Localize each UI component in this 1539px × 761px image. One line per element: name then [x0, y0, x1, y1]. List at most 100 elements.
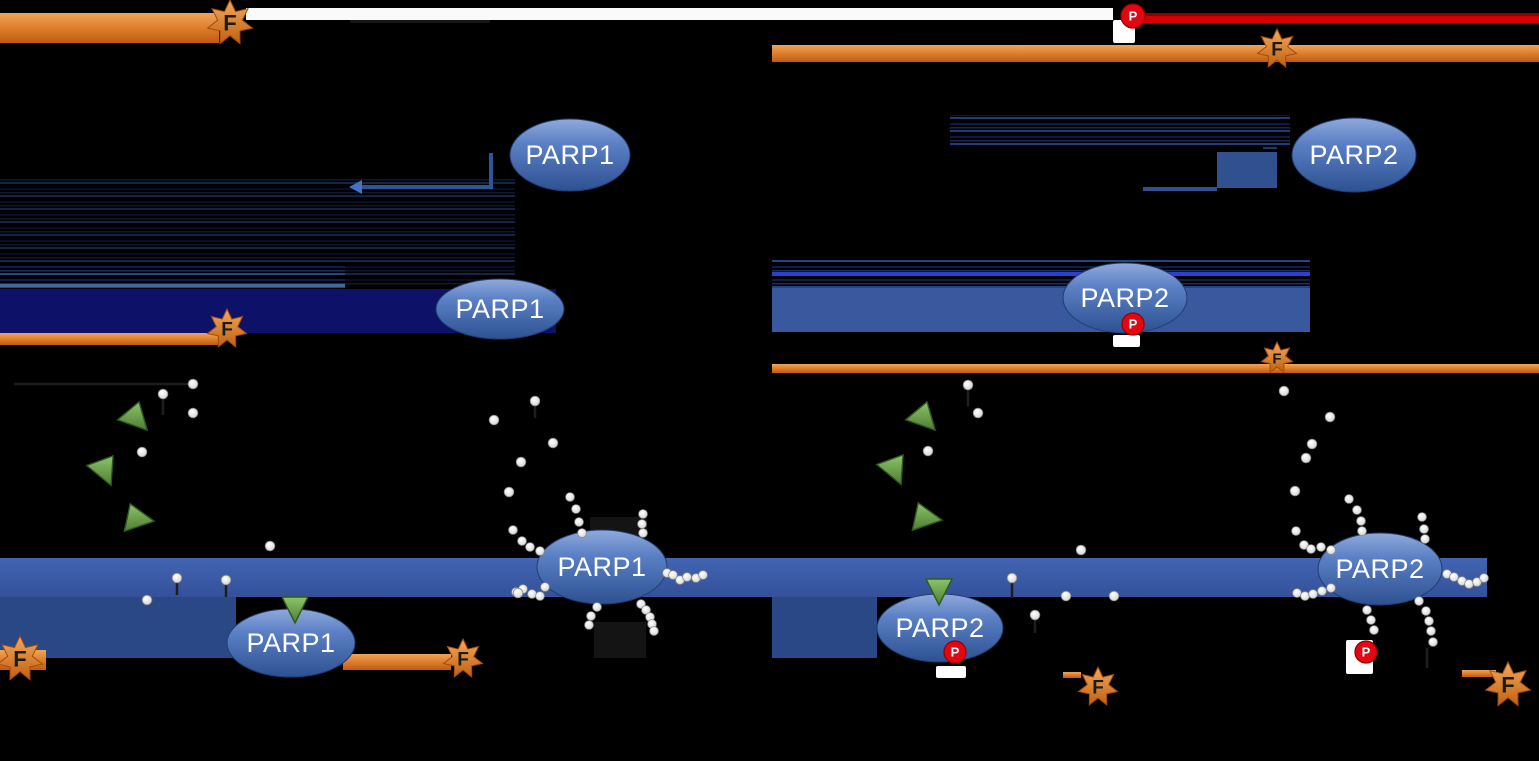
parp-inhibitor-inserted-icon — [280, 596, 310, 625]
par-chain — [1292, 583, 1336, 601]
fluorophore-star: F — [0, 634, 44, 681]
fluorophore-star-icon — [206, 0, 254, 45]
fluorophore-star: F — [1484, 660, 1532, 707]
parp-inhibitor-icon — [123, 502, 156, 533]
nad-molecule — [503, 486, 515, 498]
fluorophore-star: F — [1260, 340, 1294, 374]
dna-royal-band-bottom — [0, 558, 1487, 597]
parp2-unbound-ellipse — [1291, 117, 1417, 193]
par-bead — [668, 570, 678, 580]
phosphate-label: P — [1129, 9, 1138, 24]
protein-parp1-bound: PARP1 — [435, 278, 565, 340]
dna-royal-sub-band-right — [772, 597, 877, 658]
parp1-connector-arrowhead-icon — [349, 180, 362, 194]
par-bead — [649, 626, 659, 636]
parp2-connector-rect — [1217, 152, 1277, 188]
par-bead — [525, 542, 535, 552]
nad-molecule — [1289, 485, 1301, 497]
par-chain — [1291, 526, 1336, 555]
inhibitor-layer — [85, 400, 954, 625]
fluorophore-star-icon — [0, 634, 44, 681]
nad-molecule — [922, 445, 934, 457]
par-bead — [1317, 586, 1327, 596]
par-bead — [1428, 637, 1438, 647]
par-bead — [1316, 542, 1326, 552]
nad-molecule — [171, 572, 183, 584]
nad-molecule — [1029, 609, 1041, 621]
fluorophore-star-icon — [1260, 340, 1294, 374]
dna-duplex-mid-left — [0, 333, 218, 345]
dna-orange-dash-far-right — [1462, 670, 1496, 677]
par-bead — [1362, 605, 1372, 615]
phosphate-circle-icon — [1354, 640, 1378, 664]
nad-molecule — [529, 395, 541, 407]
phosphate-circle-icon — [943, 640, 967, 664]
stripe-accent-line — [0, 284, 345, 287]
par-bead — [577, 528, 587, 538]
par-bead — [535, 546, 545, 556]
dna-red-strand-top — [1143, 13, 1539, 23]
par-bead — [574, 517, 584, 527]
phosphate-label: P — [1129, 317, 1138, 332]
nad-molecule — [488, 414, 500, 426]
par-bead — [1308, 589, 1318, 599]
parp1-parylated-ellipse — [536, 529, 668, 605]
phosphate-mark: P — [1354, 640, 1378, 664]
phosphate-label: P — [951, 645, 960, 660]
protein-parp2-trapped: PARP2 — [876, 593, 1004, 663]
parp2-connector-tick — [1263, 147, 1277, 149]
phosphate-layer: P P P P — [943, 3, 1378, 664]
par-chain — [1417, 512, 1430, 544]
par-bead — [1326, 583, 1336, 593]
nad-molecule — [1278, 385, 1290, 397]
nad-molecule — [187, 407, 199, 419]
protein-parp1-parylated: PARP1 — [536, 529, 668, 605]
fluorophore-label: F — [1271, 40, 1283, 61]
fluorophore-star: F — [442, 637, 484, 679]
dna-duplex-bottom-left-b — [343, 654, 451, 670]
par-bead — [1356, 516, 1366, 526]
parp2-connector-hline — [1143, 187, 1217, 191]
par-bead — [698, 570, 708, 580]
dna-red-strand-top-edge — [1143, 13, 1539, 16]
nad-molecule — [136, 446, 148, 458]
fluorophore-star-icon — [442, 637, 484, 679]
nad-molecule — [264, 540, 276, 552]
par-bead — [586, 611, 596, 621]
par-bead — [1352, 505, 1362, 515]
dna-orange-dash-bottom-right — [1063, 672, 1081, 678]
fluorophore-label: F — [457, 650, 469, 671]
parp1-bound-ellipse — [435, 278, 565, 340]
par-bead — [571, 504, 581, 514]
protein-parp2-bound: PARP2 — [1062, 262, 1188, 334]
par-chain — [1344, 494, 1367, 536]
par-chain — [508, 525, 545, 556]
par-bead — [592, 602, 602, 612]
phosphate-circle-icon — [1120, 3, 1146, 29]
phosphate-circle-icon — [1121, 312, 1145, 336]
phosphate-mark: P — [1120, 3, 1146, 29]
par-bead — [1414, 596, 1424, 606]
dna-duplex-top-left — [0, 13, 219, 43]
par-bead — [1291, 526, 1301, 536]
parp1-unbound-label: PARP1 — [525, 140, 614, 170]
nad-molecule — [1324, 411, 1336, 423]
par-chain — [636, 599, 659, 636]
nad-molecule — [1075, 544, 1087, 556]
dna-duplex-mid-right — [772, 364, 1539, 373]
faint-shadow-rect — [594, 622, 646, 658]
stripe-layer — [0, 115, 1310, 658]
dna-dark-underline — [350, 20, 490, 23]
connector-layer — [349, 147, 1277, 194]
par-chain — [637, 509, 648, 538]
parp1-parylated-label: PARP1 — [557, 552, 646, 582]
dna-layer — [0, 8, 1539, 678]
stripe-accent-line — [772, 272, 1310, 276]
nad-molecule — [1006, 572, 1018, 584]
parp-inhibitor-icon — [85, 454, 114, 487]
stripe-right-upper — [950, 115, 1290, 148]
fluorophore-star-icon — [1256, 27, 1298, 69]
phosphate-label: P — [1362, 645, 1371, 660]
